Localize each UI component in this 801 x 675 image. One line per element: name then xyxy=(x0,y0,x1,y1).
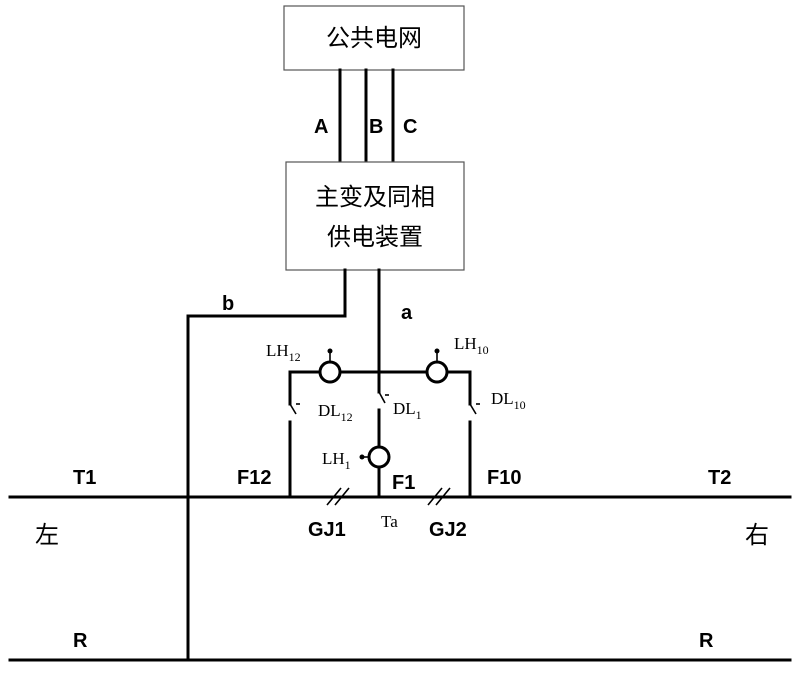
public-grid-box: 公共电网 xyxy=(284,6,464,70)
three-phase-lines: A B C xyxy=(314,70,417,162)
breaker-dl12-icon xyxy=(290,404,296,414)
section-t2-label: T2 xyxy=(708,467,731,489)
breaker-dl1-label: DL1 xyxy=(393,399,422,422)
feeder-point-f10-label: F10 xyxy=(487,467,521,489)
side-left-label: 左 xyxy=(35,521,59,549)
ct-lh12-icon xyxy=(320,362,340,382)
phase-c-label: C xyxy=(403,116,417,138)
section-t1-label: T1 xyxy=(73,467,96,489)
rail-right-label: R xyxy=(699,630,714,652)
transformer-box: 主变及同相 供电装置 xyxy=(286,162,464,270)
feeder-a: a xyxy=(379,270,413,392)
ct-lh1-label: LH1 xyxy=(322,449,351,472)
ct-lh1-dot xyxy=(360,455,365,460)
ct-lh10-dot xyxy=(435,349,440,354)
ct-lh12-label: LH12 xyxy=(266,341,301,364)
current-transformer-lh10: LH10 xyxy=(427,334,489,382)
feeder-a-label: a xyxy=(401,302,413,324)
current-transformer-lh12: LH12 xyxy=(266,341,340,382)
ct-lh12-dot xyxy=(328,349,333,354)
section-ta-label: Ta xyxy=(381,512,398,531)
breaker-dl1-icon xyxy=(379,392,385,403)
feeder-b-label: b xyxy=(222,293,234,315)
phase-b-label: B xyxy=(369,116,383,138)
breaker-dl10-label: DL10 xyxy=(491,389,526,412)
feeder-point-f1-label: F1 xyxy=(392,472,415,494)
phase-a-label: A xyxy=(314,116,328,138)
side-right-label: 右 xyxy=(745,521,769,549)
ct-lh10-label: LH10 xyxy=(454,334,489,357)
insulator-gj1-label: GJ1 xyxy=(308,519,346,541)
feeder-point-f12-label: F12 xyxy=(237,467,271,489)
transformer-label-line1: 主变及同相 xyxy=(315,183,435,211)
transformer-label-line2: 供电装置 xyxy=(327,223,423,251)
insulator-gj2-label: GJ2 xyxy=(429,519,467,541)
ct-lh1-icon xyxy=(369,447,389,467)
public-grid-label: 公共电网 xyxy=(326,24,422,52)
ct-lh10-icon xyxy=(427,362,447,382)
breaker-dl10-icon xyxy=(470,404,476,414)
breaker-dl12-branch: DL12 xyxy=(290,372,353,497)
current-transformer-lh1: LH1 xyxy=(322,447,389,472)
rail-left-label: R xyxy=(73,630,88,652)
breaker-dl12-label: DL12 xyxy=(318,401,353,424)
